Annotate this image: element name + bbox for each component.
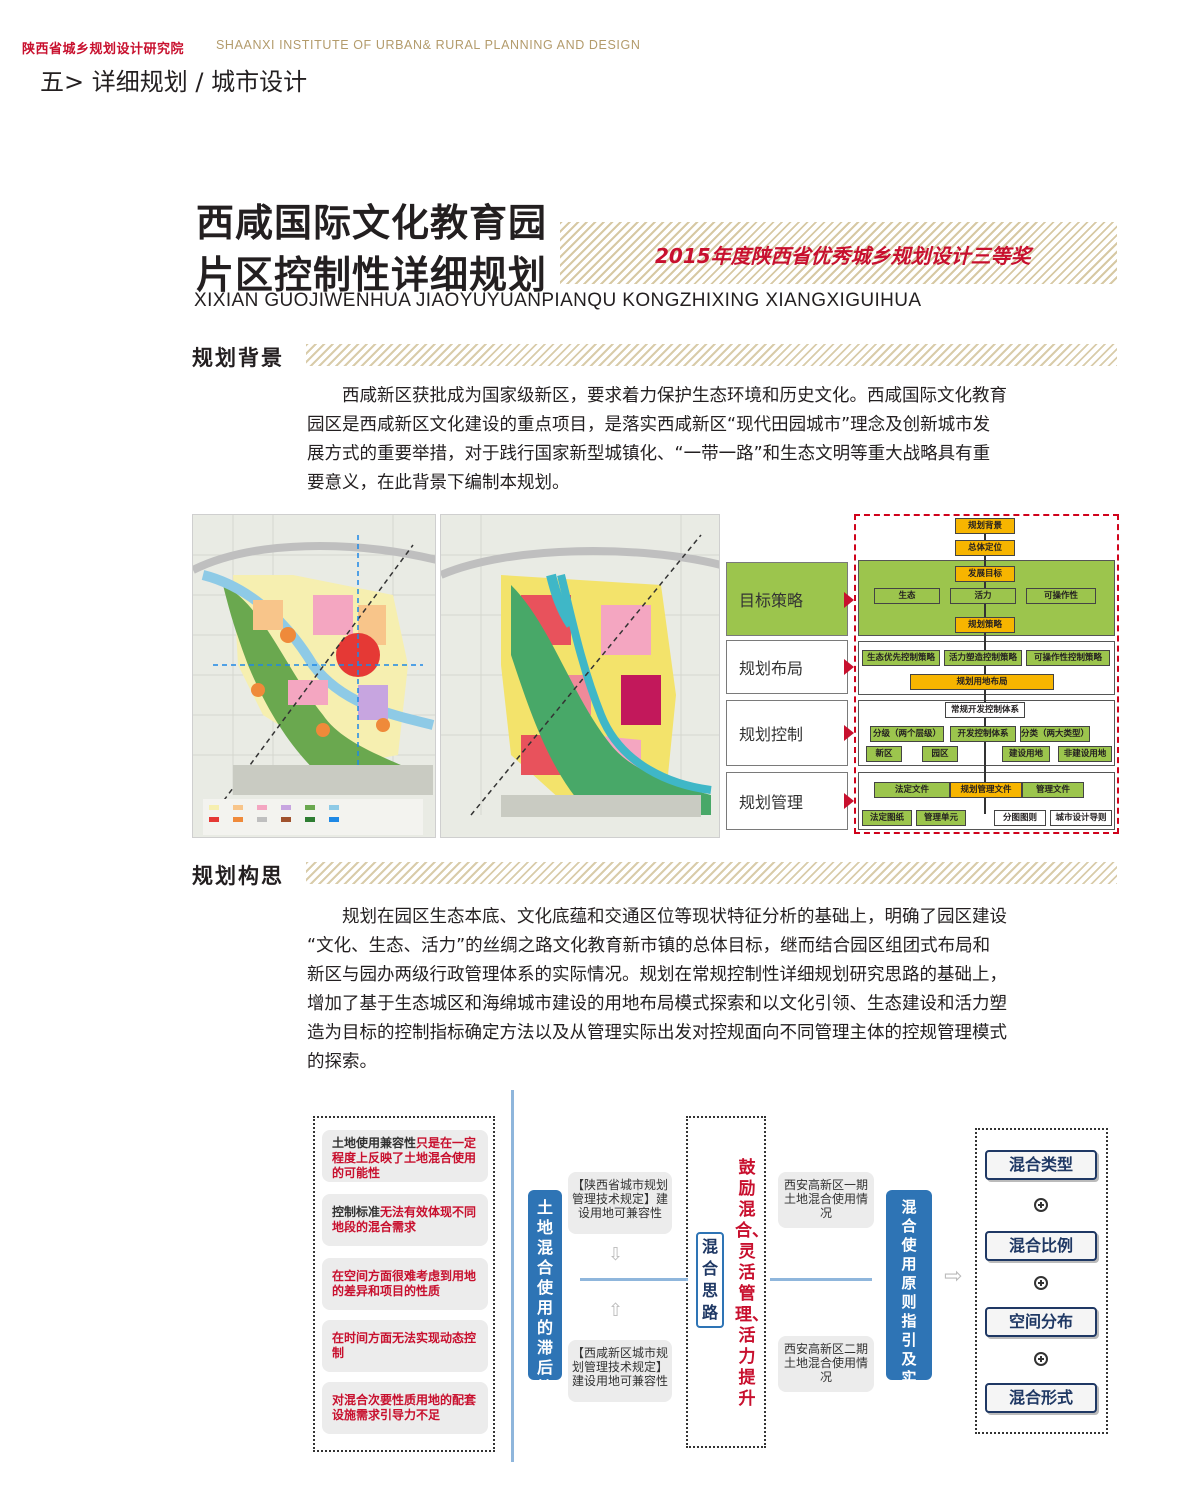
text-line: 的探索。: [307, 1052, 377, 1072]
lag-label: 土地混合使用的滞后性: [528, 1190, 562, 1397]
land-use-map-2: [440, 514, 720, 838]
issue-item: 控制标准无法有效体现不同地段的混合需求: [322, 1194, 488, 1246]
label-target-strategy: 目标策略: [726, 562, 848, 636]
case-phase1: 西安高新区一期土地混合使用情况: [778, 1172, 874, 1228]
divider-line: [511, 1090, 514, 1462]
arrow-right-icon: [844, 793, 854, 809]
issue-item: 在空间方面很难考虑到用地的差异和项目的性质: [322, 1258, 488, 1310]
issue-item: 对混合次要性质用地的配套设施需求引导力不足: [322, 1382, 488, 1434]
node-urban-design-guide: 城市设计导则: [1050, 810, 1112, 826]
node-strategy-1: 生态优先控制策略: [862, 650, 940, 666]
text-line: 造为目标的控制指标确定方法以及从管理实际出发对控规面向不同管理主体的控规管理模式: [307, 1023, 1007, 1043]
label-planning-control: 规划控制: [726, 700, 848, 766]
text-line: 展方式的重要举措，对于践行国家新型城镇化、“一带一路”和生态文明等重大战略具有重: [307, 444, 991, 464]
label-planning-layout: 规划布局: [726, 640, 848, 694]
case-phase2: 西安高新区二期土地混合使用情况: [778, 1336, 874, 1392]
text-line: “文化、生态、活力”的丝绸之路文化教育新市镇的总体目标，继而结合园区组团式布局和: [307, 936, 991, 956]
principle-label: 混合使用原则指引及实施: [886, 1190, 932, 1406]
plus-icon: [1034, 1352, 1048, 1366]
text-line: 园区是西咸新区文化建设的重点项目，是落实西咸新区“现代田园城市”理念及创新城市发: [307, 415, 991, 435]
node-management-unit: 管理单元: [916, 810, 966, 826]
flow-spine: [984, 532, 986, 814]
title-pinyin: XIXIAN GUOJIWENHUA JIAOYUYUANPIANQU KONG…: [194, 290, 922, 311]
node-goal: 发展目标: [955, 566, 1015, 582]
page-title-line2: 片区控制性详细规划: [196, 253, 548, 297]
node-ecology: 生态: [874, 588, 940, 604]
section-heading-background: 规划背景: [192, 346, 284, 370]
label-planning-management: 规划管理: [726, 772, 848, 830]
result-spatial-distribution: 空间分布: [985, 1307, 1097, 1337]
node-new-area: 新区: [866, 746, 902, 762]
issue-item: 土地使用兼容性只是在一定程度上反映了土地混合使用的可能性: [322, 1130, 488, 1182]
result-mix-ratio: 混合比例: [985, 1231, 1097, 1261]
results-frame: [975, 1128, 1108, 1434]
arrow-down-icon: ⇩: [608, 1244, 624, 1265]
text-line: 要意义，在此背景下编制本规划。: [307, 473, 570, 493]
text-line: 新区与园办两级行政管理体系的实际情况。规划在常规控制性详细规划研究思路的基础上，: [307, 965, 1007, 985]
background-paragraph: 西咸新区获批成为国家级新区，要求着力保护生态环境和历史文化。西咸国际文化教育 园…: [307, 382, 1119, 498]
node-statutory-map: 法定图纸: [862, 810, 912, 826]
issues-frame: [313, 1116, 495, 1452]
node-zoning-sheet: 分图图则: [994, 810, 1046, 826]
text-line: 规划在园区生态本底、文化底蕴和交通区位等现状特征分析的基础上，明确了园区建设: [307, 907, 1007, 927]
structure-frame: [854, 514, 1119, 834]
concept-paragraph: 规划在园区生态本底、文化底蕴和交通区位等现状特征分析的基础上，明确了园区建设 “…: [307, 903, 1119, 1077]
node-classes: 分类（两大类型）: [1020, 726, 1090, 742]
issue-item: 在时间方面无法实现动态控制: [322, 1320, 488, 1372]
node-positioning: 总体定位: [955, 540, 1015, 556]
text-line: 增加了基于生态城区和海绵城市建设的用地布局模式探索和以文化引领、生态建设和活力塑: [307, 994, 1007, 1014]
plus-icon: [1034, 1276, 1048, 1290]
land-use-map-1: [192, 514, 436, 838]
node-strategy-2: 活力塑造控制策略: [944, 650, 1022, 666]
award-band: [560, 222, 1117, 284]
node-dev-control: 开发控制体系: [950, 726, 1016, 742]
arrow-right-icon: [844, 725, 854, 741]
principle-text: 混合使用原则指引及实施: [901, 1198, 917, 1406]
node-non-construction-land: 非建设用地: [1058, 746, 1112, 762]
reference-shaanxi: 【陕西省城市规划管理技术规定】建设用地可兼容性: [568, 1172, 672, 1234]
node-management-doc: 规划管理文件: [950, 782, 1022, 798]
text-line: 西咸新区获批成为国家级新区，要求着力保护生态环境和历史文化。西咸国际文化教育: [307, 386, 1007, 406]
flow-arrow: [580, 1278, 688, 1281]
node-levels: 分级（两个层级）: [870, 726, 944, 742]
node-statutory-doc: 法定文件: [874, 782, 950, 798]
arrow-right-icon: ⇨: [944, 1264, 963, 1289]
plus-icon: [1034, 1198, 1048, 1212]
section-divider: [306, 862, 1117, 884]
node-background: 规划背景: [955, 518, 1015, 534]
page-title-line1: 西咸国际文化教育园: [196, 201, 548, 245]
mix-idea-label: 混合思路: [696, 1232, 724, 1328]
arrow-up-icon: ⇧: [608, 1300, 624, 1321]
section-breadcrumb: 五> 详细规划 / 城市设计: [40, 68, 308, 96]
node-strategy-3: 可操作性控制策略: [1026, 650, 1110, 666]
red-keywords: 鼓励混合、灵活管理、活力提升: [735, 1158, 769, 1409]
org-name-en: SHAANXI INSTITUTE OF URBAN& RURAL PLANNI…: [216, 38, 641, 52]
org-name-cn: 陕西省城乡规划设计研究院: [22, 42, 185, 57]
node-park: 园区: [922, 746, 958, 762]
flow-arrow: [770, 1278, 872, 1281]
arrow-right-icon: [844, 592, 854, 608]
arrow-right-icon: [844, 659, 854, 675]
node-vitality: 活力: [950, 588, 1016, 604]
result-mix-form: 混合形式: [985, 1383, 1097, 1413]
reference-xixian: 【西咸新区城市规划管理技术规定】建设用地可兼容性: [568, 1340, 672, 1402]
node-strategy: 规划策略: [955, 617, 1015, 633]
mix-frame: [686, 1116, 766, 1448]
section-heading-concept: 规划构思: [192, 864, 284, 888]
award-text: 2015年度陕西省优秀城乡规划设计三等奖: [655, 244, 1031, 268]
result-mix-type: 混合类型: [985, 1150, 1097, 1180]
node-admin-doc: 管理文件: [1022, 782, 1084, 798]
node-land-layout: 规划用地布局: [910, 674, 1054, 690]
lag-text: 土地混合使用的滞后性: [536, 1198, 553, 1397]
node-control-system: 常规开发控制体系: [945, 702, 1025, 718]
node-operability: 可操作性: [1026, 588, 1096, 604]
section-divider: [306, 344, 1117, 366]
node-construction-land: 建设用地: [1002, 746, 1050, 762]
